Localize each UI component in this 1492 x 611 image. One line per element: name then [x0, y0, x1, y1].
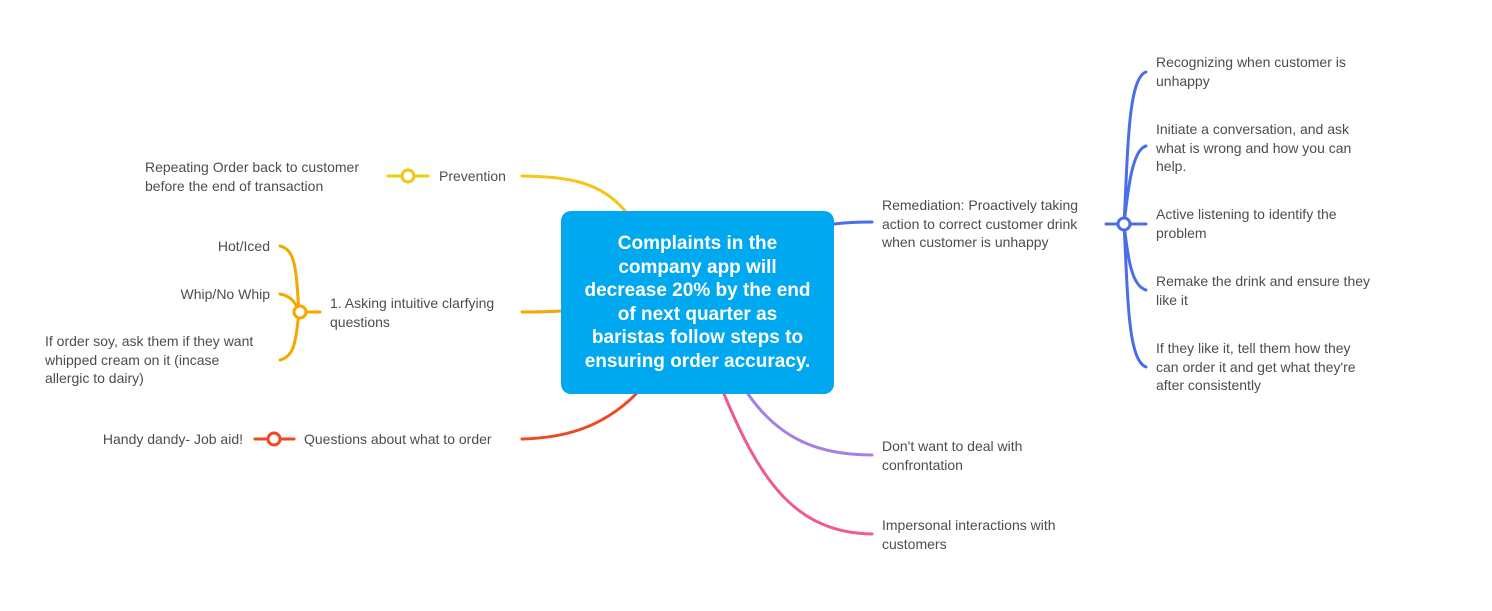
subtopic-active-listening[interactable]: Active listening to identify the problem: [1156, 206, 1337, 241]
subtopic-hot-iced[interactable]: Hot/Iced: [217, 238, 270, 254]
connector-remediation: [832, 220, 874, 226]
topic-order-questions[interactable]: Questions about what to order: [304, 431, 492, 447]
subtopic-whip[interactable]: Whip/No Whip: [180, 286, 270, 302]
subtopic-remake-drink[interactable]: Remake the drink and ensure they like it: [1156, 273, 1371, 308]
subtopic-repeating-order[interactable]: Repeating Order back to customer before …: [145, 159, 359, 194]
central-topic[interactable]: Complaints in the company app will decre…: [561, 211, 834, 394]
topic-remediation[interactable]: Remediation: Proactively taking action t…: [882, 197, 1079, 250]
connector-clarifying: [520, 309, 563, 314]
central-topic-text: Complaints in the company app will decre…: [584, 233, 811, 372]
collapse-handle-order[interactable]: [266, 431, 282, 447]
subtopic-how-to-order[interactable]: If they like it, tell them how they can …: [1156, 340, 1356, 393]
connector-impersonal: [722, 392, 874, 536]
topic-confrontation[interactable]: Don't want to deal with confrontation: [882, 438, 1023, 473]
subtopic-soy-whip[interactable]: If order soy, ask them if they want whip…: [45, 333, 254, 386]
topic-prevention[interactable]: Prevention: [439, 168, 506, 184]
connector-prevention: [520, 174, 628, 214]
collapse-handle-remediation[interactable]: [1116, 216, 1132, 232]
subtopic-recognizing[interactable]: Recognizing when customer is unhappy: [1156, 54, 1346, 89]
connector-clarifying-children: [278, 244, 322, 362]
subtopic-job-aid[interactable]: Handy dandy- Job aid!: [102, 431, 243, 447]
topic-impersonal[interactable]: Impersonal interactions with customers: [882, 517, 1056, 552]
connector-confrontation: [746, 392, 874, 457]
connector-remediation-children: [1104, 70, 1148, 369]
connector-order-questions: [520, 392, 638, 441]
subtopic-initiate-conversation[interactable]: Initiate a conversation, and ask what is…: [1156, 121, 1352, 174]
collapse-handle-prevention[interactable]: [400, 168, 416, 184]
collapse-handle-clarifying[interactable]: [292, 304, 308, 320]
topic-clarifying-questions[interactable]: 1. Asking intuitive clarfying questions: [330, 295, 495, 330]
